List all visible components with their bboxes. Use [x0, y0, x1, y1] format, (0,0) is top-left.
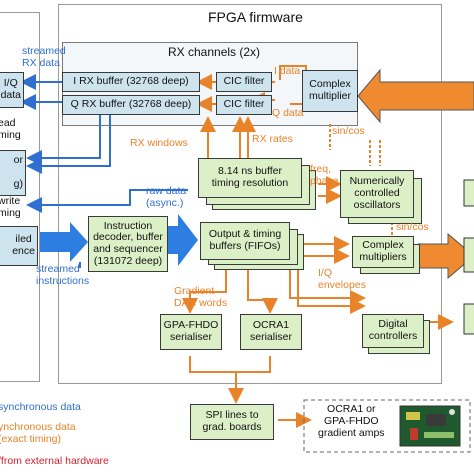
legend-sync: synchronous data	[0, 401, 81, 413]
gradient-dac-label: Gradient DAC words	[174, 285, 228, 309]
gpa-fhdo-serialiser-box: GPA-FHDO serialiser	[160, 314, 222, 350]
output-timing-box: Output & timing buffers (FIFOs)	[200, 222, 290, 260]
blue-arrow-left-low	[40, 222, 88, 262]
external-target-label: OCRA1 or GPA-FHDO gradient amps	[318, 403, 385, 439]
legend-async: ynchronous data (exact timing)	[0, 421, 76, 445]
diagram-title: FPGA firmware	[208, 9, 303, 25]
input-arrow-top	[357, 68, 474, 124]
sin-cos-top-label: sin/cos	[332, 125, 365, 137]
digital-controllers-box: Digital controllers	[362, 314, 424, 348]
iq-data-box: I/Q data	[0, 72, 24, 108]
output-arrow-bottom	[417, 232, 474, 280]
q-rx-buffer-box: Q RX buffer (32768 deep)	[62, 95, 200, 115]
write-label: write ming	[0, 195, 21, 219]
sin-cos-right-label: sin/cos	[396, 221, 429, 233]
raw-data-label: raw data (async.)	[146, 185, 187, 209]
i-data-label: I data	[274, 65, 301, 77]
rx-channels-title: RX channels (2x)	[168, 45, 261, 59]
q-data-label: Q data	[272, 107, 304, 119]
streamed-instructions-label: streamed instructions	[36, 263, 90, 287]
iq-envelopes-label: I/Q envelopes	[318, 267, 366, 291]
ocra1-serialiser-box: OCRA1 serialiser	[240, 314, 302, 350]
spi-lines-box: SPI lines to grad. boards	[190, 404, 274, 440]
rx-rates-label: RX rates	[252, 133, 293, 145]
ead-label: ead ming	[0, 117, 21, 141]
freq-phase-label: freq, phase	[310, 163, 339, 187]
timing-buffer-box: 8.14 ns buffer timing resolution	[198, 158, 302, 198]
left-low-box: iled ence	[0, 226, 38, 266]
complex-multipliers-box: Complex multipliers	[352, 236, 414, 268]
rx-windows-label: RX windows	[130, 137, 188, 149]
streamed-rx-label: streamed RX data	[22, 45, 66, 69]
nco-box: Numerically controlled oscillators	[340, 170, 414, 218]
legend-external: /from external hardware	[0, 455, 109, 467]
i-rx-buffer-box: I RX buffer (32768 deep)	[62, 72, 200, 92]
complex-multiplier-top: Complex multiplier	[302, 70, 358, 112]
cic-filter-bottom: CIC filter	[216, 95, 272, 115]
fpga-region	[58, 4, 442, 384]
instruction-decoder-box: Instruction decoder, buffer and sequence…	[88, 216, 168, 272]
cic-filter-top: CIC filter	[216, 72, 272, 92]
left-mid-box: or g)	[0, 150, 26, 196]
